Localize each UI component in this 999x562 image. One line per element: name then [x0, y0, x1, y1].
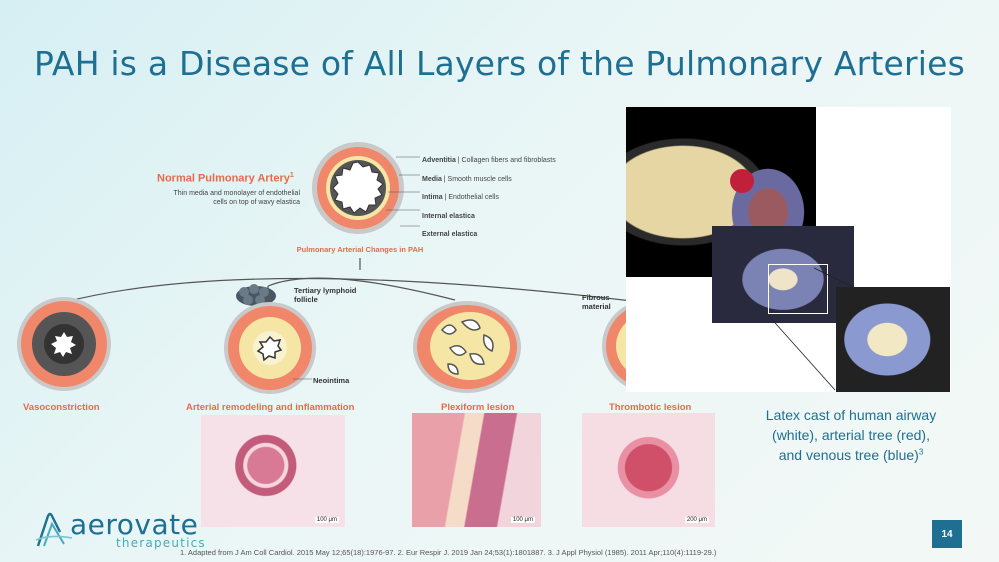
vasoconstriction-label: Vasoconstriction — [23, 402, 100, 413]
plexiform-label: Plexiform lesion — [441, 402, 515, 413]
layer-label-media: Media | Smooth muscle cells — [422, 175, 512, 183]
layer-label-external-elastica: External elastica — [422, 231, 478, 238]
latex-cast-photo-zoom-1 — [712, 226, 854, 323]
fibrous-material-label: Fibrous material — [582, 293, 611, 311]
scale-bar: 100 μm — [510, 517, 535, 523]
logo-name: aerovate — [70, 508, 199, 541]
page-number: 14 — [932, 520, 962, 548]
changes-title: Pulmonary Arterial Changes in PAH — [296, 245, 424, 254]
vasoconstriction-artery — [17, 297, 111, 391]
layer-label-internal-elastica: Internal elastica — [422, 212, 475, 220]
image-caption: Latex cast of human airway (white), arte… — [765, 407, 937, 463]
layer-labels: Adventitia | Collagen fibers and fibrobl… — [422, 152, 556, 245]
normal-artery-title: Normal Pulmonary Artery1 — [157, 172, 294, 185]
normal-artery-diagram — [312, 142, 420, 234]
logo-sub: therapeutics — [116, 536, 206, 550]
zoom-leader-lines — [767, 267, 856, 391]
histology-image-plexiform: 100 μm — [412, 413, 541, 527]
plexiform-artery — [413, 301, 521, 393]
neointima-label: Neointima — [313, 376, 350, 385]
remodeling-artery — [224, 284, 316, 394]
tertiary-follicle-label: Tertiary lymphoid follicle — [294, 286, 357, 304]
thrombotic-label: Thrombotic lesion — [609, 402, 692, 413]
aerovate-logo-icon — [35, 512, 73, 547]
layer-label-adventitia: Adventitia | Collagen fibers and fibrobl… — [422, 157, 556, 164]
scale-bar: 200 μm — [684, 517, 709, 523]
layer-label-intima: Intima | Endothelial cells — [422, 194, 499, 201]
latex-cast-photo-zoom-2 — [836, 287, 950, 392]
footer-references: 1. Adapted from J Am Coll Cardiol. 2015 … — [180, 548, 717, 557]
remodeling-label: Arterial remodeling and inflammation — [186, 402, 355, 413]
histology-image-thrombotic: 200 μm — [582, 413, 715, 527]
histology-image-remodeling: 100 μm — [201, 415, 345, 527]
normal-artery-description: Thin media and monolayer of endothelial … — [173, 190, 300, 206]
slide-title: PAH is a Disease of All Layers of the Pu… — [33, 44, 966, 83]
scale-bar: 100 μm — [314, 517, 339, 523]
